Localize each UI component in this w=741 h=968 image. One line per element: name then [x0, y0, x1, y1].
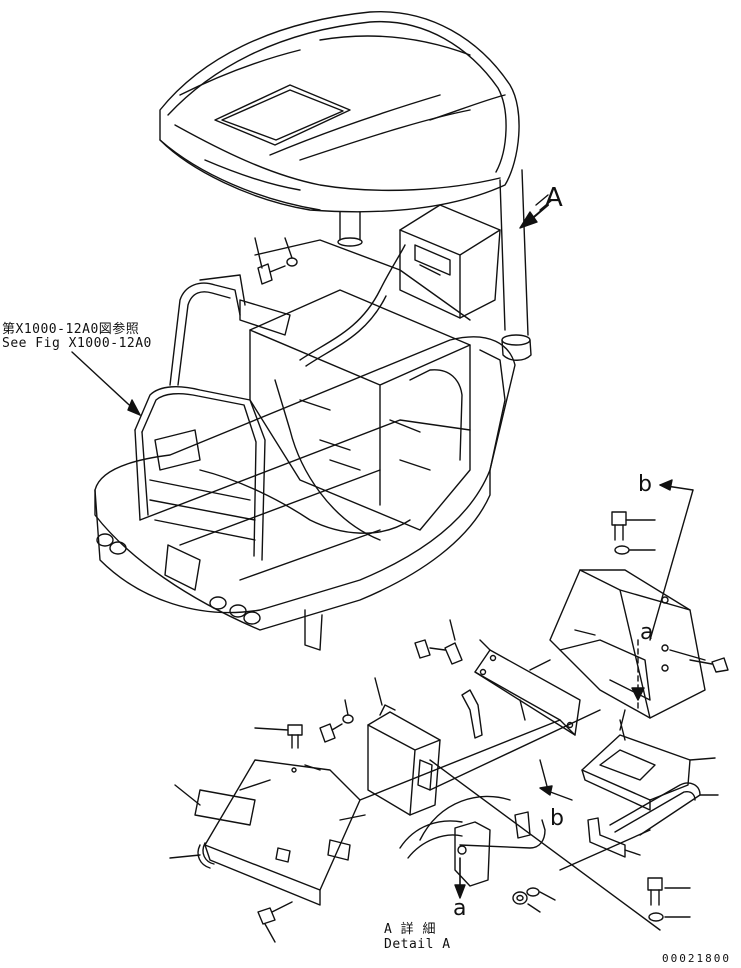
- bolt-left: [254, 724, 303, 749]
- bolt-washer-bottom-right: [647, 877, 691, 922]
- canopy-roof: [159, 10, 520, 213]
- reference-english-label: See Fig X1000-12A0: [2, 336, 152, 351]
- bolt-side-right: [669, 649, 729, 673]
- leader-lines: [359, 659, 661, 931]
- view-arrow-a: [519, 194, 553, 229]
- reference-leader: [71, 351, 141, 416]
- mount-plate: [581, 709, 716, 811]
- bolt-washer-middle: [319, 699, 354, 743]
- detail-japanese-label: A 詳 細: [384, 922, 436, 937]
- hook-clip: [461, 689, 483, 739]
- u-bolt: [609, 782, 719, 836]
- leader-b-mid: [539, 759, 573, 801]
- drawing-number: 00021800: [662, 952, 731, 965]
- controller-unit: [367, 677, 441, 816]
- lower-cover-plate: [174, 759, 366, 906]
- cable-clip: [169, 842, 215, 869]
- bolt-washer-top: [254, 237, 298, 285]
- a-label-right: a: [640, 620, 654, 645]
- bolt-washer-right: [611, 511, 656, 555]
- bolt-bottom-left: [257, 901, 293, 943]
- nut-washer: [512, 887, 556, 913]
- detail-english-label: Detail A: [384, 937, 451, 952]
- reference-japanese-label: 第X1000-12A0図参照: [2, 322, 140, 337]
- view-a-label: A: [545, 183, 563, 213]
- control-box: [399, 204, 501, 319]
- machine-frame: [94, 239, 516, 651]
- a-label-bottom: a: [453, 896, 467, 921]
- down-arrow: [631, 687, 645, 701]
- hose-detail: [399, 795, 546, 899]
- leader-b-top: [649, 479, 694, 641]
- b-label-top: b: [638, 472, 652, 497]
- canopy-post: [337, 169, 532, 361]
- b-label-middle: b: [550, 806, 564, 831]
- lower-clamp: [587, 817, 641, 858]
- middle-bracket: [414, 619, 581, 736]
